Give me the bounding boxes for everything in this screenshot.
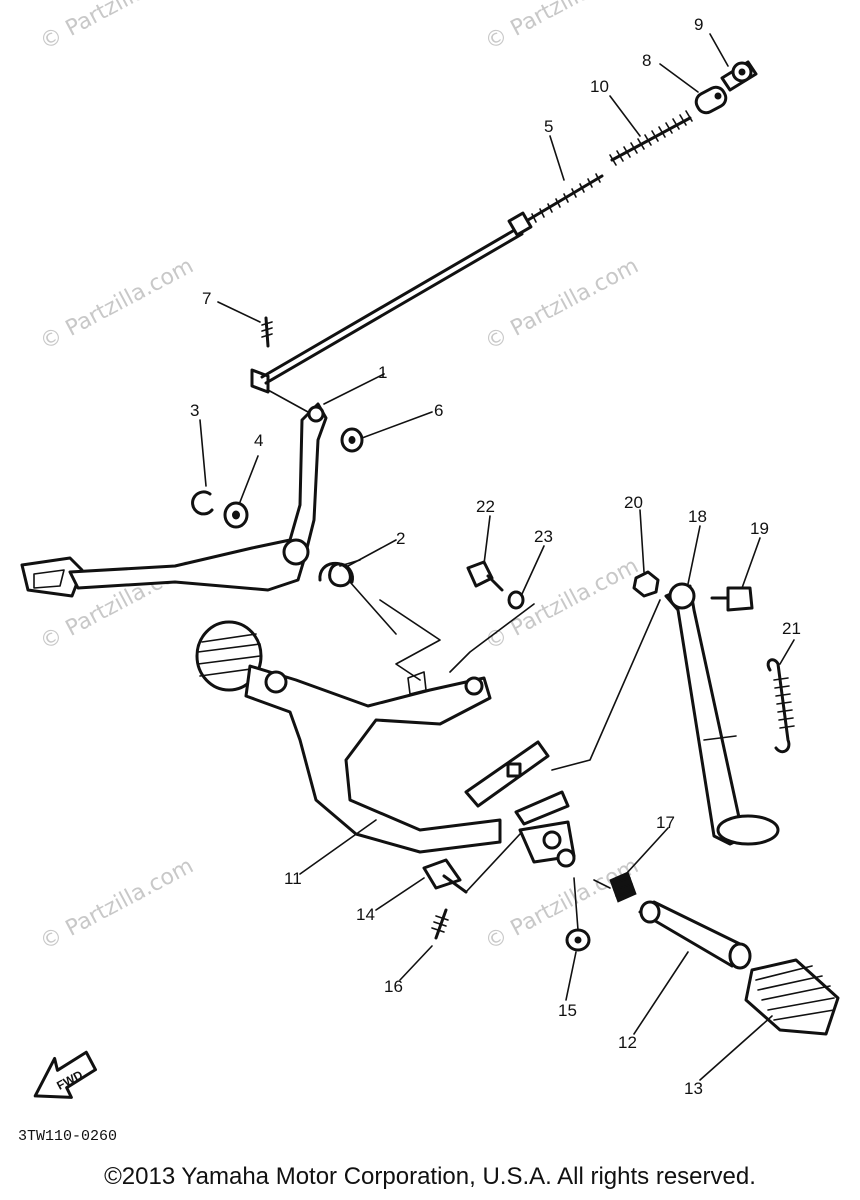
callout-7: 7 <box>202 289 211 308</box>
watermark: © Partzilla.com <box>36 0 198 55</box>
part-footrest-pipe <box>638 900 752 970</box>
callout-15: 15 <box>558 1001 577 1020</box>
part-stand-bolt <box>710 586 754 612</box>
copyright-notice: ©2013 Yamaha Motor Corporation, U.S.A. A… <box>104 1163 756 1190</box>
part-rod-spring <box>609 110 693 166</box>
part-lock-washer <box>507 590 525 610</box>
watermark: © Partzilla.com <box>481 854 643 956</box>
part-brake-rod <box>260 173 604 385</box>
callout-14: 14 <box>356 905 375 924</box>
callout-11: 11 <box>284 869 302 888</box>
callout-19: 19 <box>750 519 769 538</box>
part-footrest-bracket <box>195 620 576 868</box>
assembly-lines <box>379 599 661 931</box>
part-pivot-pin <box>422 858 468 894</box>
callout-22: 22 <box>476 497 495 516</box>
part-brake-pedal <box>20 368 328 598</box>
forward-direction-arrow: FWD <box>33 1050 97 1099</box>
callout-9: 9 <box>694 15 703 34</box>
part-cotter-pin-lower <box>431 908 449 940</box>
part-rod-joint <box>694 85 728 115</box>
callout-17: 17 <box>656 813 675 832</box>
part-footrest-washer <box>565 928 591 952</box>
watermark: © Partzilla.com <box>36 254 198 356</box>
part-stand-nut <box>632 570 660 598</box>
watermark: © Partzilla.com <box>481 554 643 656</box>
part-plate-washer <box>223 501 249 529</box>
watermark: © Partzilla.com <box>481 254 643 356</box>
part-circlip <box>191 490 214 516</box>
callout-5: 5 <box>544 117 553 136</box>
callout-1: 1 <box>378 363 387 382</box>
callout-20: 20 <box>624 493 643 512</box>
callout-2: 2 <box>396 529 405 548</box>
callout-18: 18 <box>688 507 707 526</box>
callout-16: 16 <box>384 977 403 996</box>
callout-13: 13 <box>684 1079 703 1098</box>
leader-lines <box>199 33 795 1081</box>
part-bolt <box>466 560 504 592</box>
watermark: © Partzilla.com <box>481 0 643 55</box>
diagram-code: 3TW110-0260 <box>18 1128 118 1145</box>
part-footrest-spring <box>609 871 637 903</box>
callout-21: 21 <box>782 619 801 638</box>
part-adjusting-nut <box>720 60 758 92</box>
part-stand-spring <box>766 658 795 754</box>
callout-labels: 1 2 3 4 5 6 7 8 9 10 11 12 13 14 15 16 1… <box>190 15 801 1098</box>
callout-10: 10 <box>590 77 609 96</box>
callout-3: 3 <box>190 401 199 420</box>
part-sidestand <box>664 582 780 846</box>
part-washer <box>340 427 364 453</box>
callout-23: 23 <box>534 527 553 546</box>
part-footrest-rubber <box>744 958 840 1036</box>
callout-4: 4 <box>254 431 263 450</box>
part-return-spring <box>318 559 397 635</box>
callout-8: 8 <box>642 51 651 70</box>
callout-6: 6 <box>434 401 443 420</box>
part-cotter-pin <box>261 316 273 348</box>
callout-12: 12 <box>618 1033 637 1052</box>
watermark: © Partzilla.com <box>36 854 198 956</box>
